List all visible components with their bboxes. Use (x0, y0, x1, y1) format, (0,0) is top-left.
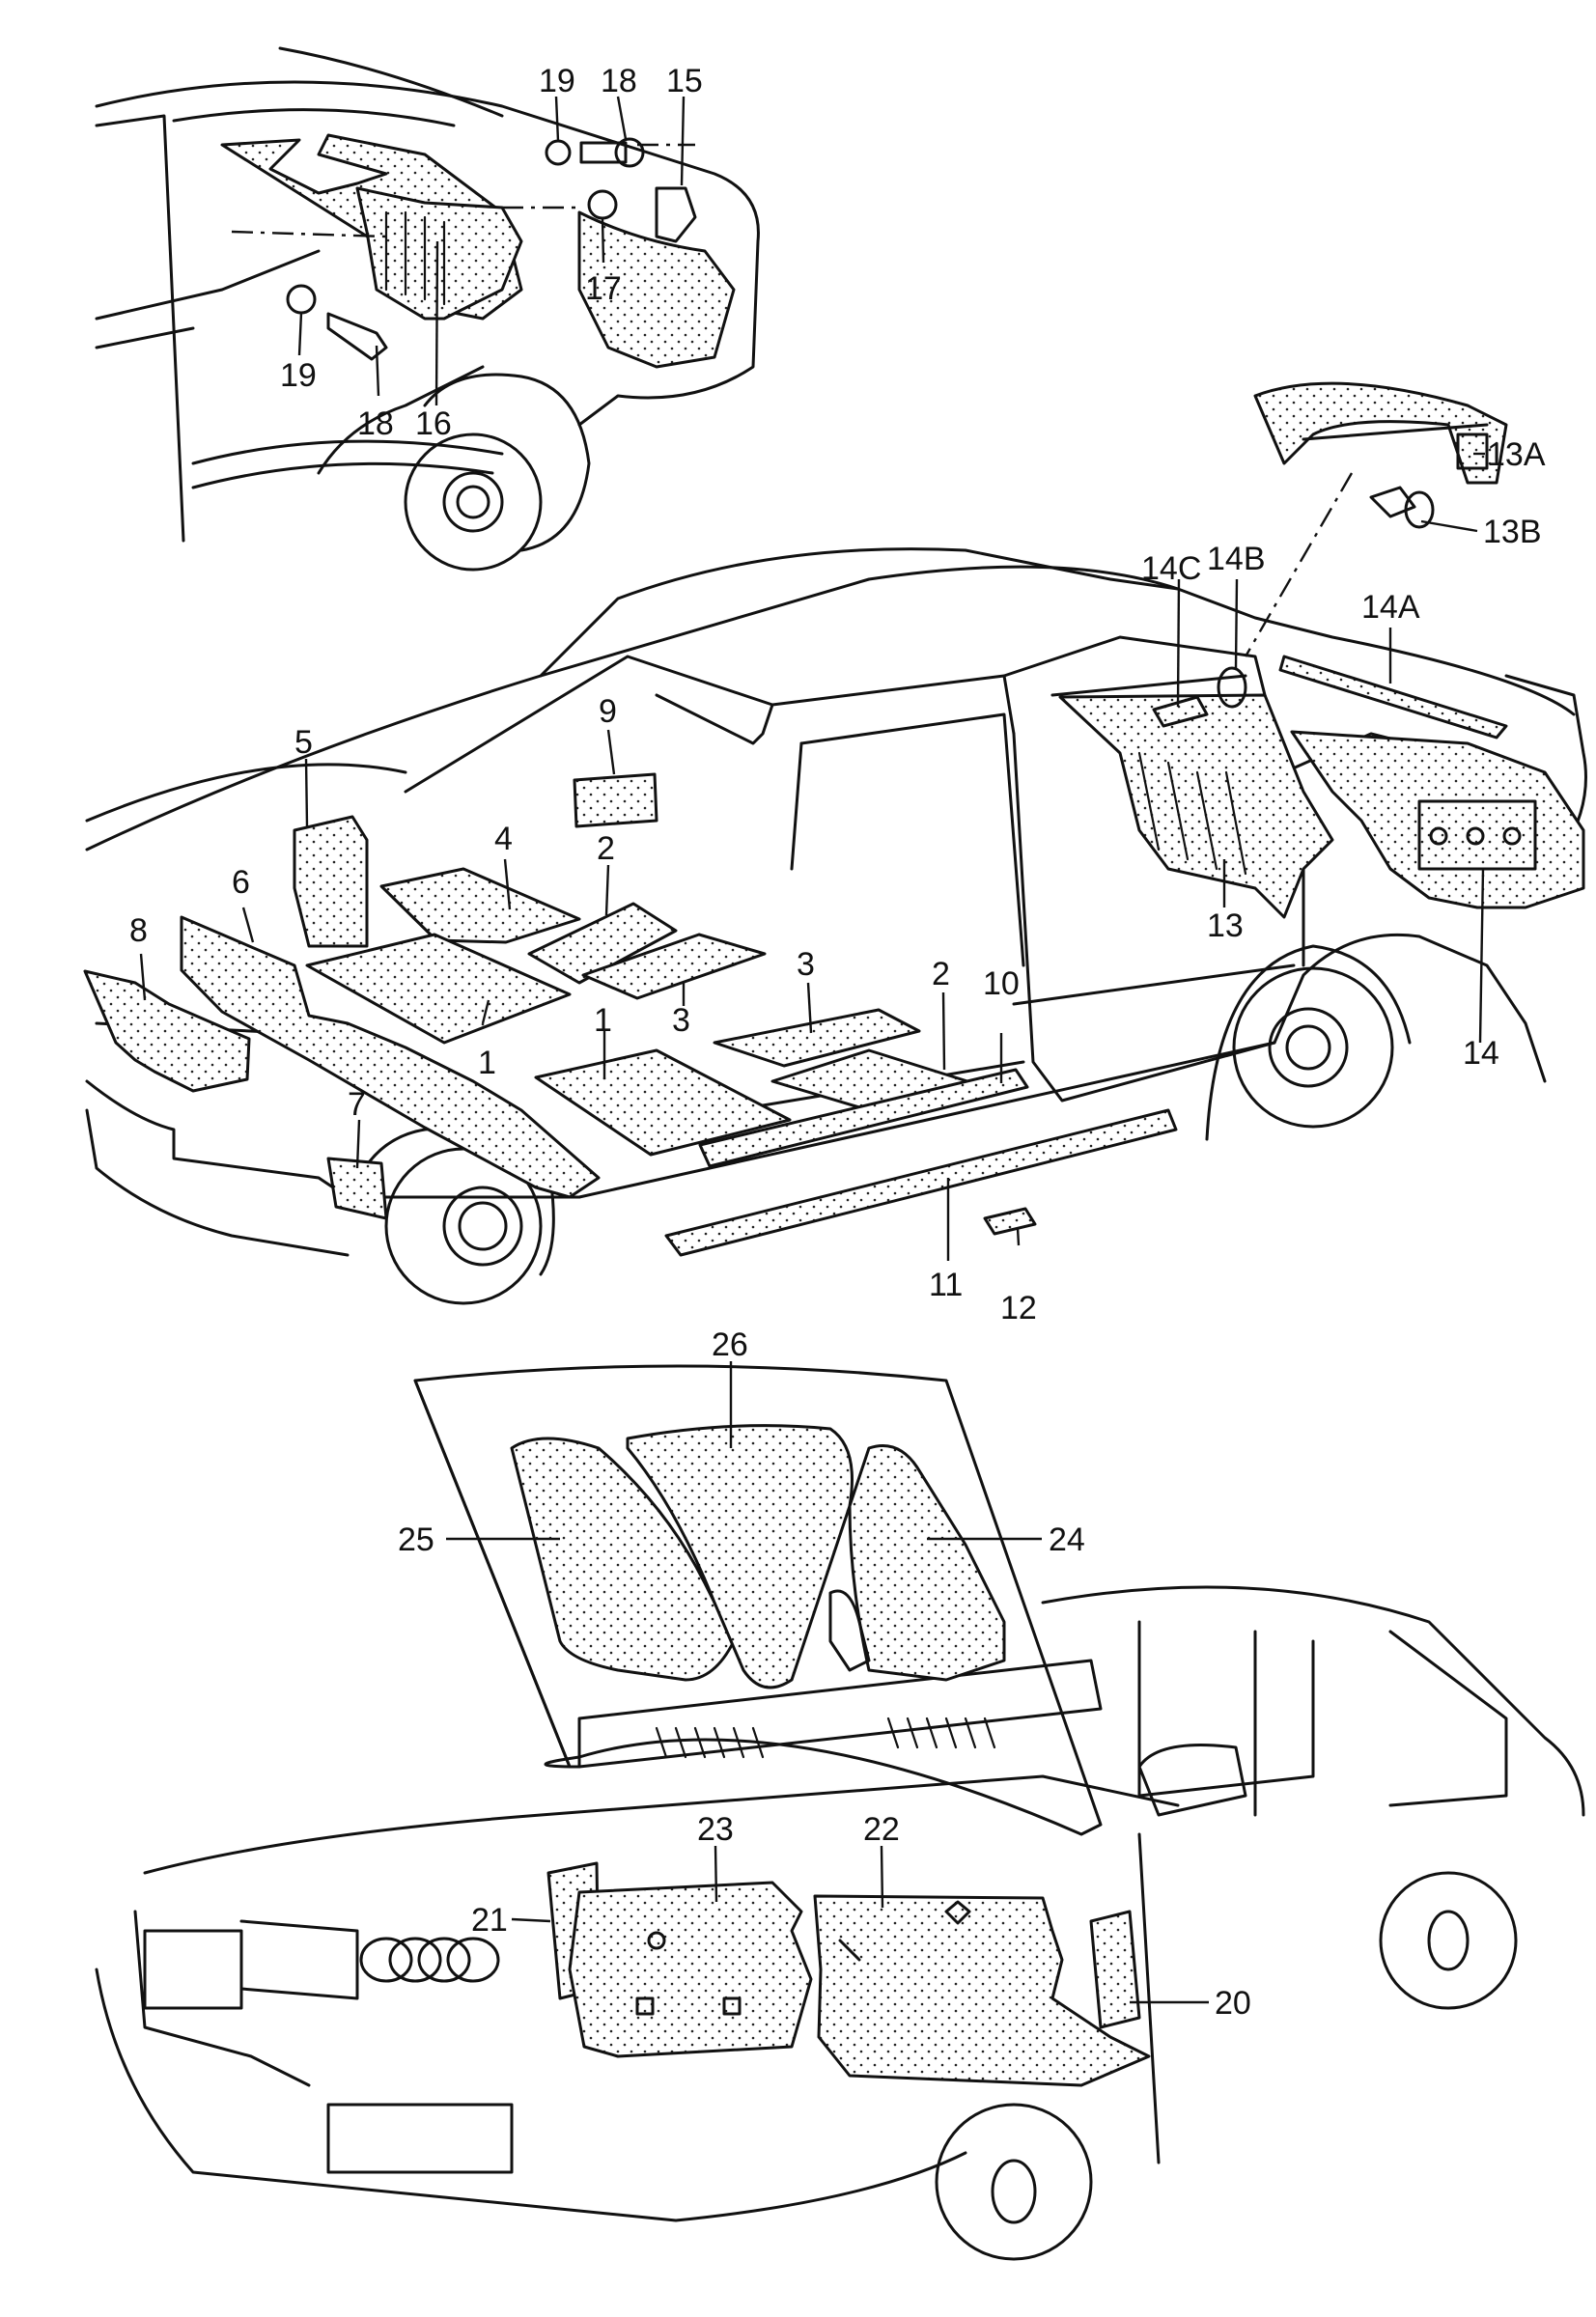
callout-8: 8 (129, 912, 148, 949)
insulation-6 (180, 915, 601, 1199)
callout-16: 16 (415, 405, 452, 442)
bulkhead-insulation-23 (568, 1881, 813, 2058)
floor-insulation-3a (581, 933, 767, 1000)
floor-insulation-3b (713, 1008, 921, 1068)
callout-10: 10 (983, 965, 1020, 1002)
callout-20: 20 (1215, 1985, 1251, 2022)
trunk-plate-14 (1417, 799, 1537, 871)
trunk-insulation-13 (1058, 693, 1334, 919)
front-floor-insulation-1a (305, 933, 572, 1045)
callout-1b: 1 (594, 1002, 612, 1039)
callout-7: 7 (348, 1086, 366, 1123)
callout-15: 15 (666, 63, 703, 99)
part-12 (983, 1207, 1037, 1236)
hood-insulation-26 (626, 1424, 854, 1689)
grille-rings (359, 1937, 500, 1983)
headlight (143, 1929, 243, 2010)
rear-window-insulation-9 (573, 772, 658, 828)
callout-13a: 13A (1487, 436, 1546, 473)
trunk-trim-13a (1253, 381, 1508, 485)
sill-insulation-11 (664, 1108, 1178, 1257)
callout-13b: 13B (1483, 514, 1542, 550)
callout-3b: 3 (797, 946, 815, 983)
callout-19-top: 19 (539, 63, 575, 99)
callout-14b: 14B (1207, 541, 1266, 577)
license-plate (326, 2103, 514, 2174)
callout-14c: 14C (1141, 550, 1201, 587)
callout-11: 11 (929, 1267, 963, 1303)
washer-19-top (545, 139, 572, 166)
callout-2b: 2 (932, 956, 950, 992)
callout-17: 17 (585, 270, 622, 307)
callout-23: 23 (697, 1811, 734, 1848)
wheel-housing-insulation-16 (355, 186, 523, 321)
bulkhead-insulation-22 (813, 1894, 1151, 2087)
callout-labels: 19 18 15 17 16 18 19 13A 13B 14A 14B 14C… (129, 63, 1546, 2022)
trunk-trim-detail (1244, 381, 1508, 657)
callout-19-lower: 19 (280, 357, 317, 394)
callout-6: 6 (232, 864, 250, 901)
floor-insulation-2a (527, 902, 678, 985)
callout-14: 14 (1463, 1035, 1499, 1072)
car-interior-view (83, 547, 1587, 1305)
screw-18-top (579, 141, 628, 164)
insulation-7 (326, 1157, 388, 1220)
trunk-strip-14a (1278, 655, 1508, 740)
callout-12: 12 (1000, 1290, 1037, 1326)
washer-19-lower (286, 284, 317, 315)
sill-insulation-10 (698, 1068, 1029, 1168)
callout-18-lower: 18 (357, 405, 394, 442)
callout-18-top: 18 (601, 63, 637, 99)
insulation-4 (379, 867, 581, 944)
callout-3a: 3 (672, 1002, 690, 1039)
callout-26: 26 (712, 1326, 748, 1363)
insulation-5 (293, 815, 369, 948)
bulkhead-insulation-20 (1089, 1910, 1141, 2029)
callout-1a: 1 (478, 1045, 496, 1081)
front-floor-insulation-1b (534, 1048, 792, 1157)
hood-insulation-25 (510, 1437, 736, 1682)
clip-17 (587, 189, 618, 220)
leader-lines (139, 96, 1485, 2004)
hood-insulation-24 (848, 1444, 1006, 1682)
insulation-8 (83, 969, 251, 1093)
callout-25: 25 (398, 1521, 434, 1558)
callout-21: 21 (471, 1902, 508, 1939)
clip-15 (655, 186, 697, 243)
screw-18-lower (326, 312, 388, 361)
callout-2a: 2 (597, 830, 615, 867)
hood (413, 1364, 1103, 1836)
callout-22: 22 (863, 1811, 900, 1848)
callout-5: 5 (294, 724, 313, 761)
callout-9: 9 (599, 693, 617, 730)
car-engine-bay-view (95, 1364, 1585, 2261)
cap-13b (1369, 486, 1416, 518)
rear-quarter-detail (95, 46, 760, 572)
callout-4: 4 (494, 821, 513, 857)
screw-14c (1152, 695, 1209, 728)
callout-24: 24 (1049, 1521, 1085, 1558)
callout-14a: 14A (1361, 589, 1420, 626)
clip-14b (1217, 666, 1247, 709)
callout-13: 13 (1207, 907, 1244, 944)
